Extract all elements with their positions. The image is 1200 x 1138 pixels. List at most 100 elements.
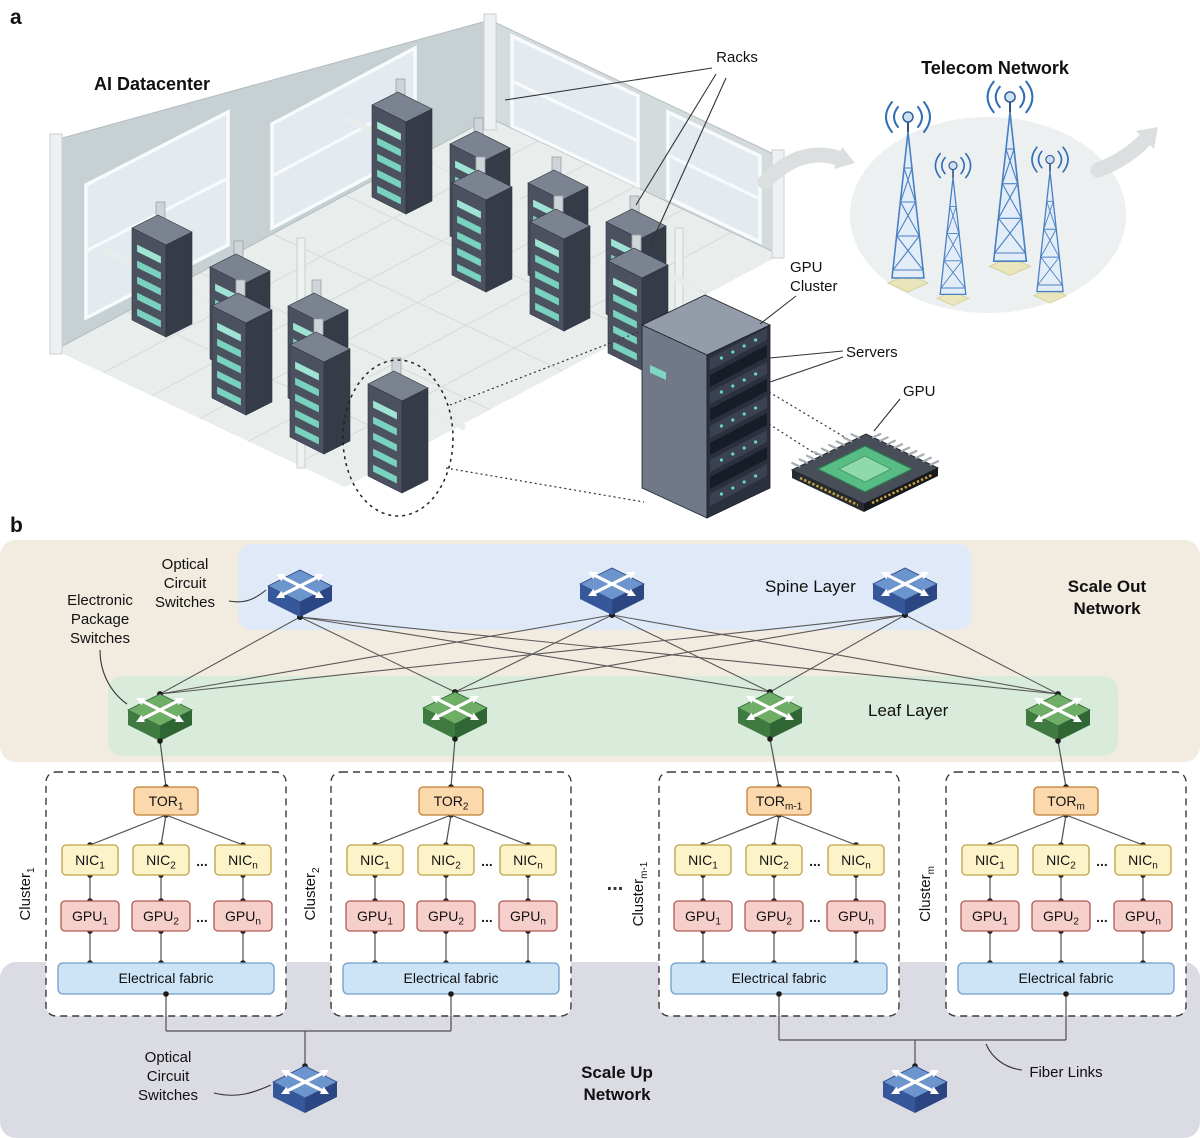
cluster-m-1: Clusterm-1 TORm-1 NIC1 NIC2 ... NICn bbox=[630, 736, 900, 1017]
arrow-to-telecom bbox=[757, 147, 846, 190]
telecom-title: Telecom Network bbox=[921, 58, 1070, 78]
telecom-network: Telecom Network bbox=[850, 58, 1126, 313]
tor-box bbox=[133, 786, 199, 816]
gpu-label: GPUn bbox=[838, 908, 874, 928]
gpu-cluster-label-line1: GPU bbox=[790, 259, 823, 276]
gpu-label: GPU1 bbox=[72, 908, 108, 928]
windows bbox=[84, 33, 762, 321]
chip-pins bbox=[791, 432, 940, 468]
datacenter-title: AI Datacenter bbox=[94, 74, 210, 94]
servers-callout: Servers bbox=[769, 344, 898, 383]
panel-b: b Spine Layer Leaf bbox=[0, 514, 1200, 1138]
gpu-row-dots: ... bbox=[196, 909, 208, 925]
cluster-links bbox=[700, 812, 859, 966]
fiber-links-label: Fiber Links bbox=[1029, 1064, 1102, 1081]
gpu-label: GPUn bbox=[225, 908, 261, 928]
cluster-label: Clusterm-1 bbox=[630, 861, 650, 926]
gpu-label: GPU2 bbox=[428, 908, 464, 928]
nic-label: NIC2 bbox=[431, 852, 461, 872]
gpu-label: GPU1 bbox=[357, 908, 393, 928]
gpu-cluster-label-line2: Cluster bbox=[790, 278, 838, 295]
optical-circuit-switches-bottom-callout: Optical Circuit Switches bbox=[138, 1049, 272, 1104]
nic-label: NICn bbox=[1128, 852, 1158, 872]
svg-text:Scale Up: Scale Up bbox=[581, 1063, 653, 1082]
gpu-cluster-callout: GPU Cluster bbox=[759, 259, 838, 325]
fiber-links-callout: Fiber Links bbox=[985, 1043, 1103, 1081]
gpu-box bbox=[498, 900, 558, 932]
svg-text:Scale Out: Scale Out bbox=[1068, 577, 1147, 596]
nic-box bbox=[961, 844, 1019, 876]
gpu-box bbox=[60, 900, 120, 932]
nic-label: NIC2 bbox=[1046, 852, 1076, 872]
svg-text:Network: Network bbox=[583, 1085, 651, 1104]
svg-text:Switches: Switches bbox=[155, 594, 215, 611]
gpu-label: GPU1 bbox=[685, 908, 721, 928]
nic-box bbox=[1032, 844, 1090, 876]
tor-label: TOR2 bbox=[434, 793, 469, 813]
gpu-cluster-rack bbox=[641, 294, 771, 519]
nic-box bbox=[499, 844, 557, 876]
nic-box bbox=[61, 844, 119, 876]
electrical-fabric-label: Electrical fabric bbox=[1019, 970, 1114, 986]
tor-box bbox=[1033, 786, 1099, 816]
nic-label: NIC1 bbox=[75, 852, 105, 872]
cluster-links bbox=[87, 812, 246, 966]
scale-up-label: Scale Up Network bbox=[581, 1063, 653, 1104]
tor-label: TORm bbox=[1047, 793, 1085, 813]
nic-box bbox=[674, 844, 732, 876]
gpu-box bbox=[673, 900, 733, 932]
arrowhead-icon bbox=[834, 147, 855, 169]
gpu-row-dots: ... bbox=[481, 909, 493, 925]
svg-text:Network: Network bbox=[1073, 599, 1141, 618]
nic-label: NICn bbox=[841, 852, 871, 872]
gpu-box bbox=[1031, 900, 1091, 932]
cluster-label: Cluster1 bbox=[17, 867, 37, 921]
panel-b-letter: b bbox=[10, 514, 23, 537]
gpu-label: GPU2 bbox=[756, 908, 792, 928]
svg-text:Switches: Switches bbox=[138, 1087, 198, 1104]
nic-box bbox=[1114, 844, 1172, 876]
gpu-label: GPUn bbox=[510, 908, 546, 928]
panel-a-letter: a bbox=[10, 6, 22, 29]
leaf-layer-band bbox=[108, 676, 1118, 756]
spine-leaf-mesh bbox=[157, 612, 1061, 697]
svg-text:Circuit: Circuit bbox=[147, 1068, 190, 1085]
nic-box bbox=[745, 844, 803, 876]
electronic-package-switches-callout: Electronic Package Switches bbox=[67, 592, 133, 705]
cluster-1: Cluster1 TOR1 NIC1 NIC2 ... NICn bbox=[17, 738, 287, 1017]
nic-label: NICn bbox=[513, 852, 543, 872]
nic-label: NIC1 bbox=[975, 852, 1005, 872]
tor-box bbox=[746, 786, 812, 816]
svg-text:Optical: Optical bbox=[162, 556, 209, 573]
arrowhead-icon bbox=[1136, 127, 1158, 149]
nic-row-dots: ... bbox=[196, 853, 208, 869]
gpu-box bbox=[826, 900, 886, 932]
svg-text:Package: Package bbox=[71, 611, 129, 628]
nic-row-dots: ... bbox=[809, 853, 821, 869]
scale-up-links bbox=[163, 991, 1069, 1069]
spine-layer-label: Spine Layer bbox=[765, 577, 856, 596]
gpu-box bbox=[1113, 900, 1173, 932]
tor-label: TOR1 bbox=[149, 793, 184, 813]
gpu-box bbox=[416, 900, 476, 932]
gpu-chip-icon bbox=[768, 391, 940, 512]
racks-callout: Racks bbox=[504, 49, 758, 247]
nic-label: NIC2 bbox=[759, 852, 789, 872]
cluster-links bbox=[987, 812, 1146, 966]
svg-text:Switches: Switches bbox=[70, 630, 130, 647]
gpu-label: GPUn bbox=[1125, 908, 1161, 928]
gpu-box bbox=[744, 900, 804, 932]
electrical-fabric-label: Electrical fabric bbox=[119, 970, 214, 986]
svg-text:Optical: Optical bbox=[145, 1049, 192, 1066]
tor-label: TORm-1 bbox=[756, 793, 803, 813]
server-leds bbox=[719, 338, 758, 496]
tor-box bbox=[418, 786, 484, 816]
nic-label: NIC1 bbox=[688, 852, 718, 872]
gpu-box bbox=[345, 900, 405, 932]
nic-label: NIC2 bbox=[146, 852, 176, 872]
cluster-2: Cluster2 TOR2 NIC1 NIC2 ... NICn bbox=[302, 736, 572, 1017]
nic-label: NICn bbox=[228, 852, 258, 872]
racks-label: Racks bbox=[716, 49, 758, 66]
gpu-label: GPU2 bbox=[1043, 908, 1079, 928]
nic-label: NIC1 bbox=[360, 852, 390, 872]
